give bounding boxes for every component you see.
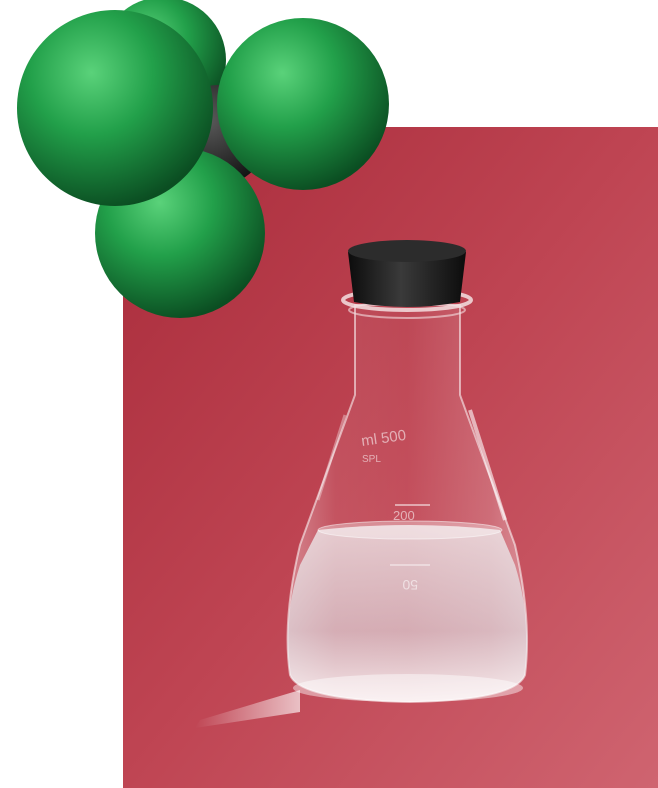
erlenmeyer-flask: ml 500 SPL 200 50	[286, 240, 528, 704]
liquid-surface	[317, 520, 503, 540]
floor-reflection	[195, 690, 300, 728]
flask-base	[293, 674, 523, 702]
glass-highlight	[468, 409, 507, 521]
glass-highlight-left	[316, 414, 347, 501]
atom-left	[17, 10, 213, 206]
atom-right	[217, 18, 389, 190]
flask-marking-top: ml 500	[360, 427, 407, 450]
stopper-top	[348, 240, 466, 262]
flask-marking-middle: 200	[393, 508, 415, 523]
flask-marking-lower: 50	[402, 577, 418, 593]
flask-liquid	[287, 525, 528, 702]
flask-marking-sub: SPL	[362, 454, 381, 465]
molecule-model	[17, 0, 389, 318]
